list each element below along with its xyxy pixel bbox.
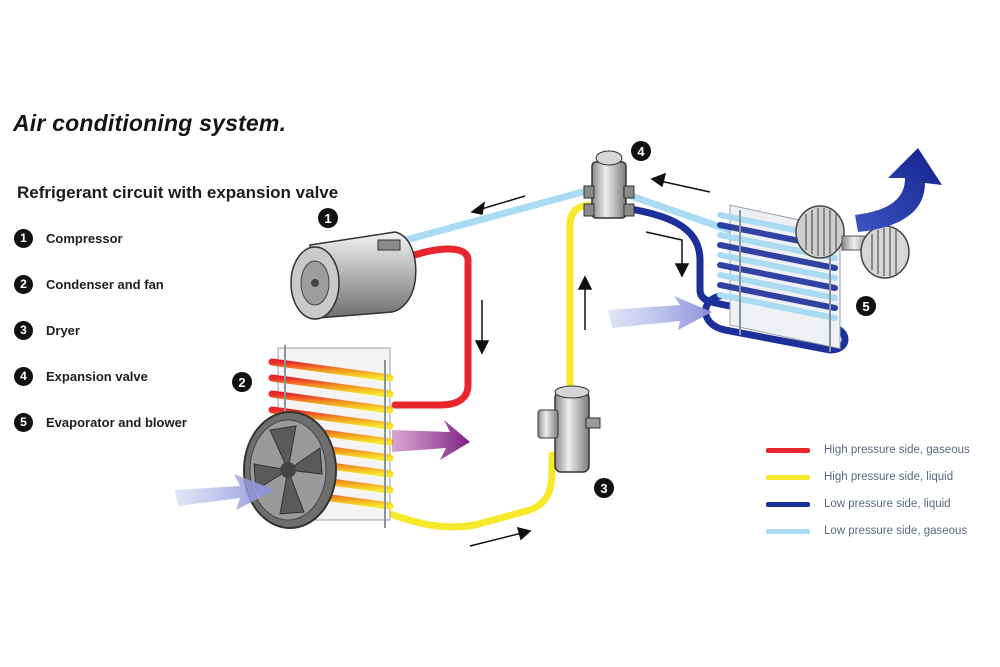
callout-3-text: 3 [600, 481, 607, 496]
callout-2: 2 [232, 372, 252, 392]
legend-swatch [766, 474, 810, 480]
lp-gas-line-to-compressor [391, 186, 594, 247]
compressor-icon [290, 231, 417, 320]
legend-swatch [766, 528, 810, 534]
callout-1: 1 [318, 208, 338, 228]
page-title: Air conditioning system. [13, 110, 287, 136]
component-label: Condenser and fan [46, 276, 164, 292]
flow-arrows [469, 172, 711, 547]
legend-label: Low pressure side, gaseous [824, 525, 968, 537]
flow-arrow-riser [577, 275, 593, 330]
component-label: Evaporator and blower [46, 414, 187, 430]
pressure-legend: High pressure side, gaseous High pressur… [766, 440, 970, 548]
callout-2-text: 2 [238, 375, 245, 390]
lp-liquid-line [621, 204, 849, 354]
legend-item: Low pressure side, gaseous [766, 521, 970, 541]
legend-item: High pressure side, liquid [766, 467, 970, 487]
diagram-subtitle: Refrigerant circuit with expansion valve [17, 183, 339, 202]
component-item: 3 Dryer [14, 318, 187, 342]
flow-arrow-evaporator-in [645, 231, 690, 278]
callout-4: 4 [631, 141, 651, 161]
component-item: 2 Condenser and fan [14, 272, 187, 296]
number-badge: 2 [14, 274, 33, 294]
component-item: 5 Evaporator and blower [14, 410, 187, 434]
hp-gas-line [391, 245, 472, 409]
component-item: 4 Expansion valve [14, 364, 187, 388]
flow-arrow-discharge [474, 300, 490, 355]
component-list: 1 Compressor 2 Condenser and fan 3 Dryer… [14, 226, 187, 456]
legend-label: Low pressure side, liquid [824, 498, 951, 510]
callout-5-text: 5 [862, 299, 869, 314]
number-badge: 4 [14, 366, 33, 386]
fan-icon [243, 411, 337, 529]
hp-liquid-line [381, 451, 556, 531]
number-badge: 1 [14, 228, 33, 248]
blower-icon [795, 205, 910, 279]
legend-label: High pressure side, liquid [824, 471, 954, 483]
callout-1-text: 1 [324, 211, 331, 226]
component-label: Dryer [46, 322, 80, 338]
hp-liquid-line-riser [566, 201, 596, 389]
legend-swatch [766, 501, 810, 507]
fan-air-in-arrow [175, 474, 275, 510]
callout-5: 5 [856, 296, 876, 316]
component-label: Compressor [46, 230, 123, 246]
dryer-icon [537, 385, 601, 473]
legend-swatch [766, 447, 810, 453]
callout-4-text: 4 [637, 144, 645, 159]
legend-item: Low pressure side, liquid [766, 494, 970, 514]
component-label: Expansion valve [46, 368, 148, 384]
number-badge: 5 [14, 412, 33, 432]
flow-arrow-liquid [469, 526, 532, 547]
legend-label: High pressure side, gaseous [824, 444, 970, 456]
flow-arrow-suction [470, 195, 526, 215]
cold-air-out-arrow [855, 148, 942, 232]
condenser-hot-air-arrow [392, 420, 470, 460]
component-item: 1 Compressor [14, 226, 187, 250]
number-badge: 3 [14, 320, 33, 340]
legend-item: High pressure side, gaseous [766, 440, 970, 460]
flow-arrow-evaporator-out [650, 172, 711, 193]
expansion-valve-icon [583, 150, 635, 219]
callout-3: 3 [594, 478, 614, 498]
evaporator-air-in-arrow [608, 296, 712, 330]
